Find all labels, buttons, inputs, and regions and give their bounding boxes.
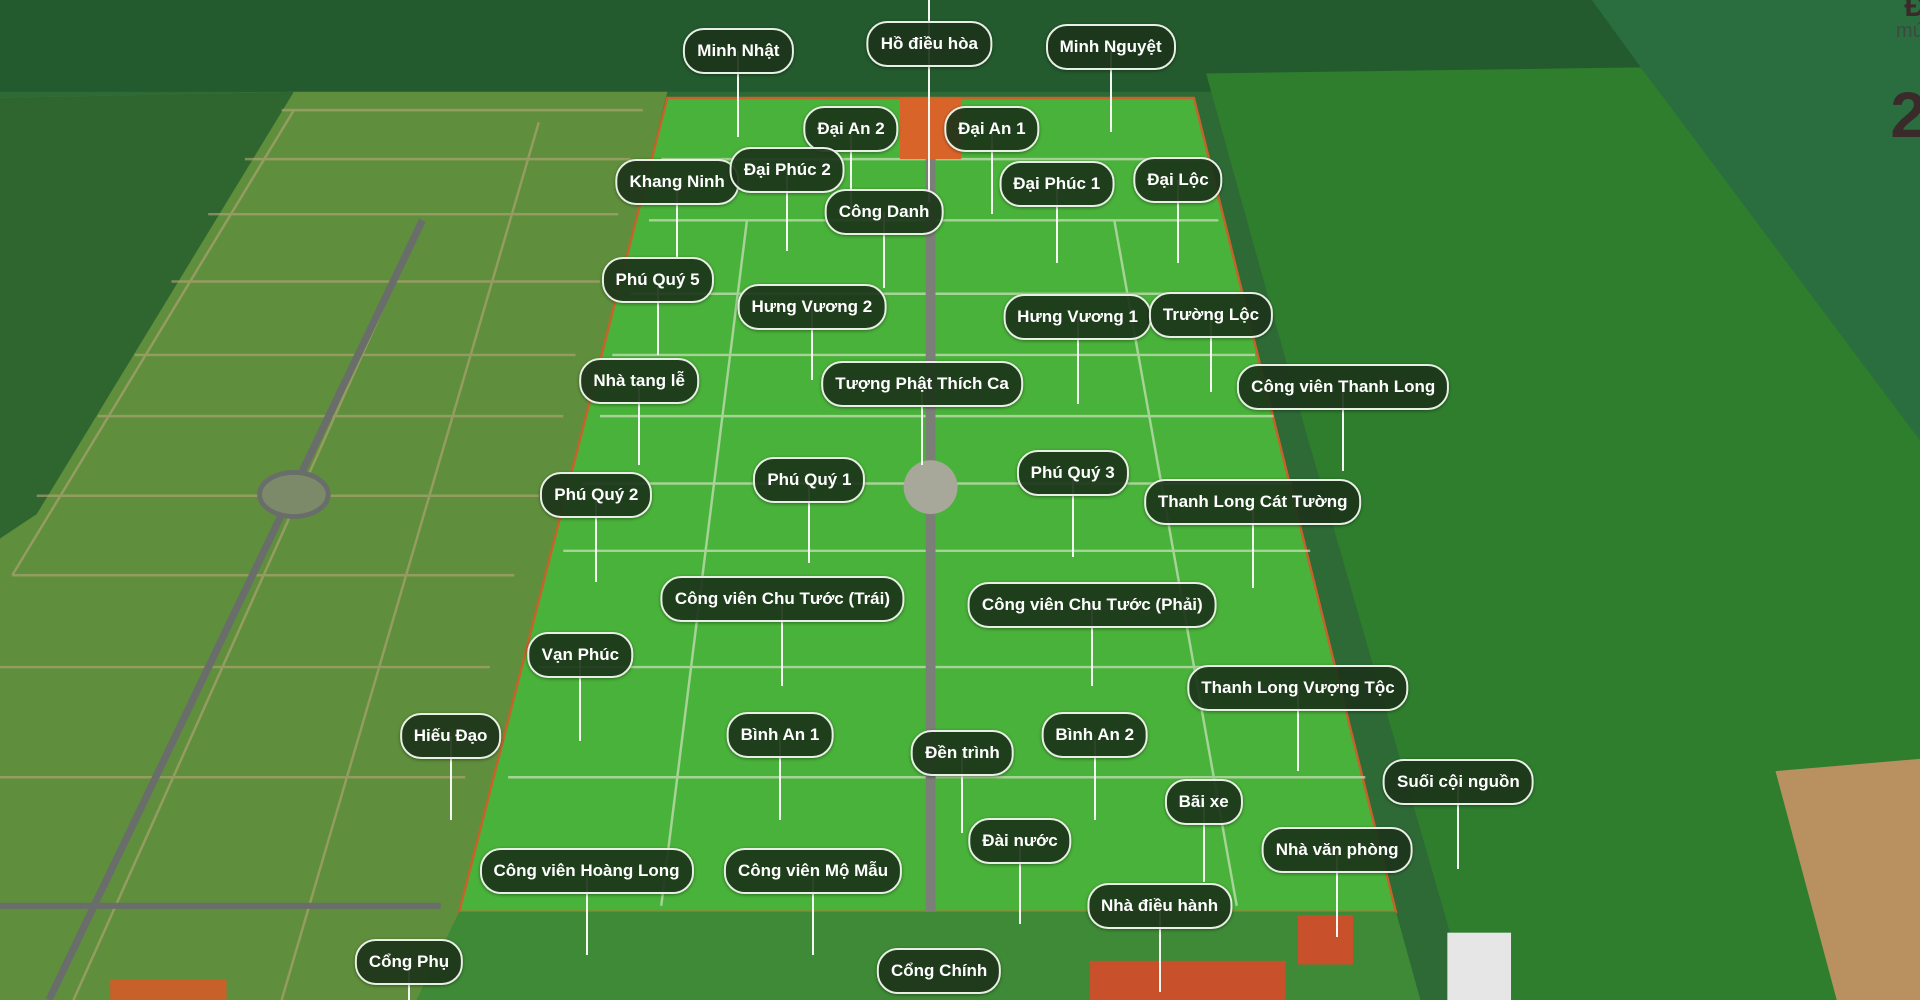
label-pointer-line bbox=[1071, 472, 1074, 558]
label-pointer-line bbox=[781, 598, 784, 686]
map-label[interactable]: Phú Quý 3 bbox=[1016, 449, 1129, 496]
label-pointer-line bbox=[1091, 604, 1094, 686]
map-label[interactable]: Nhà điều hành bbox=[1087, 883, 1233, 930]
map-label[interactable]: Phú Quý 1 bbox=[753, 457, 866, 503]
map-label[interactable]: Hồ điều hòa bbox=[866, 21, 993, 68]
label-pointer-line bbox=[1336, 849, 1339, 937]
overlay-number: 2 bbox=[1890, 79, 1920, 151]
label-pointer-line bbox=[1093, 734, 1096, 821]
label-pointer-line bbox=[990, 128, 993, 215]
map-label[interactable]: Tượng Phật Thích Ca bbox=[821, 361, 1023, 408]
map-label[interactable]: Nhà văn phòng bbox=[1261, 826, 1413, 873]
map-label[interactable]: Công viên Mộ Mẫu bbox=[723, 847, 903, 894]
map-label[interactable]: Minh Nguyệt bbox=[1045, 23, 1176, 70]
map-label[interactable]: Nhà tang lễ bbox=[579, 357, 699, 404]
map-label[interactable]: Cổng Chính bbox=[877, 948, 1002, 995]
label-pointer-line bbox=[737, 51, 740, 138]
map-label[interactable]: Đài nước bbox=[968, 818, 1072, 865]
map-label[interactable]: Vạn Phúc bbox=[527, 632, 634, 679]
map-label[interactable]: Công viên Hoàng Long bbox=[479, 847, 694, 894]
map-label[interactable]: Bãi xe bbox=[1164, 779, 1243, 826]
map-label[interactable]: Công viên Thanh Long bbox=[1237, 363, 1450, 410]
map-label[interactable]: Công viên Chu Tước (Phải) bbox=[967, 581, 1217, 628]
overlay-subtitle: mứ bbox=[1895, 20, 1920, 42]
label-pointer-line bbox=[928, 0, 931, 203]
map-label[interactable]: Phú Quý 5 bbox=[601, 257, 714, 304]
label-pointer-line bbox=[1251, 502, 1254, 588]
label-pointer-line bbox=[812, 870, 815, 956]
map-label[interactable]: Công viên Chu Tước (Trái) bbox=[660, 575, 905, 622]
label-pointer-line bbox=[1109, 46, 1112, 133]
label-pointer-line bbox=[808, 480, 811, 564]
map-label[interactable]: Thanh Long Cát Tường bbox=[1143, 479, 1362, 526]
label-pointer-line bbox=[810, 307, 813, 380]
label-pointer-line bbox=[850, 128, 853, 209]
map-label[interactable]: Trường Lộc bbox=[1148, 291, 1274, 338]
map-label[interactable]: Bình An 1 bbox=[726, 711, 834, 758]
map-label[interactable]: Minh Nhật bbox=[683, 28, 794, 75]
label-pointer-line bbox=[883, 211, 886, 288]
label-pointer-line bbox=[449, 735, 452, 821]
map-label[interactable]: Hưng Vương 2 bbox=[737, 284, 887, 331]
map-label[interactable]: Cổng Phụ bbox=[354, 939, 464, 986]
map-label[interactable]: Đền trình bbox=[911, 730, 1014, 777]
map-label[interactable]: Đại An 2 bbox=[803, 105, 899, 152]
label-pointer-line bbox=[1296, 688, 1299, 772]
map-label[interactable]: Suối cội nguồn bbox=[1382, 759, 1534, 806]
label-pointer-line bbox=[585, 870, 588, 956]
label-pointer-line bbox=[961, 753, 964, 833]
map-label[interactable]: Thanh Long Vượng Tộc bbox=[1187, 665, 1409, 712]
label-pointer-line bbox=[595, 494, 598, 582]
label-pointer-line bbox=[676, 182, 679, 258]
map-label[interactable]: Hưng Vương 1 bbox=[1003, 294, 1152, 341]
label-pointer-line bbox=[1202, 802, 1205, 882]
label-pointer-line bbox=[1342, 386, 1345, 472]
label-pointer-line bbox=[1176, 180, 1179, 264]
map-label[interactable]: Đại Lộc bbox=[1133, 157, 1223, 203]
label-pointer-line bbox=[1055, 183, 1058, 264]
label-pointer-line bbox=[1019, 841, 1021, 925]
map-label[interactable]: Đại Phúc 1 bbox=[999, 160, 1115, 207]
map-label[interactable]: Khang Ninh bbox=[615, 159, 739, 206]
map-label[interactable]: Đại Phúc 2 bbox=[729, 147, 845, 194]
map-label[interactable]: Phú Quý 2 bbox=[540, 471, 653, 518]
map-label[interactable]: Đại An 1 bbox=[944, 105, 1040, 152]
map-label[interactable]: Công Danh bbox=[824, 188, 944, 235]
label-pointer-line bbox=[638, 380, 641, 466]
label-pointer-line bbox=[921, 384, 924, 466]
map-label[interactable]: Bình An 2 bbox=[1041, 711, 1149, 758]
label-pointer-line bbox=[779, 734, 781, 821]
label-pointer-line bbox=[656, 280, 659, 356]
label-pointer-line bbox=[786, 170, 789, 252]
label-pointer-line bbox=[579, 655, 582, 741]
label-pointer-line bbox=[1076, 317, 1079, 405]
label-pointer-line bbox=[1210, 314, 1213, 392]
label-pointer-line bbox=[1158, 906, 1161, 992]
label-pointer-line bbox=[1457, 782, 1460, 870]
overlay-title: Đ bbox=[1904, 0, 1920, 23]
map-label[interactable]: Hiếu Đạo bbox=[399, 712, 502, 759]
